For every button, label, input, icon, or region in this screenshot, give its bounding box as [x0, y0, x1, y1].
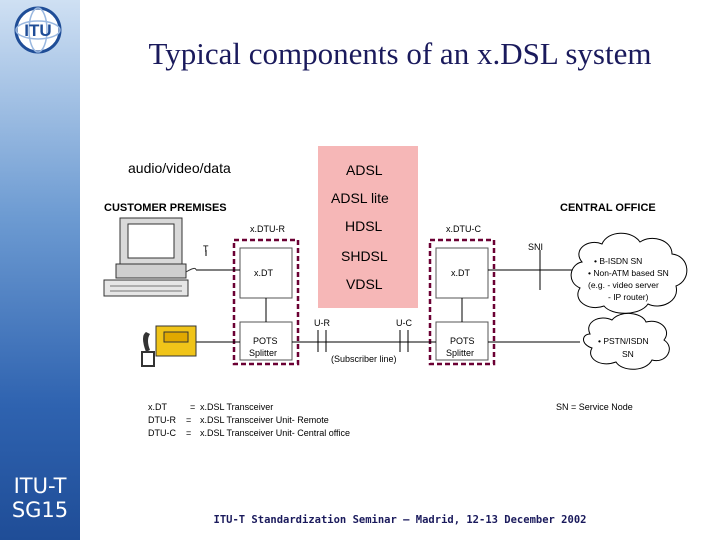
cloud-bottom-line-2: SN [622, 349, 634, 359]
subscriber-line-label: (Subscriber line) [331, 354, 397, 364]
audio-video-data-label: audio/video/data [128, 160, 231, 176]
variant-adsl: ADSL [346, 162, 383, 178]
cloud-top-line-3: (e.g. - video server [588, 280, 659, 290]
itu-logo-icon: ITU [14, 6, 62, 54]
dtu-c-label: x.DTU-C [446, 224, 481, 234]
sidebar: ITU ITU-T SG15 [0, 0, 80, 540]
legend-abbr-xdt: x.DT [148, 402, 167, 412]
cloud-top-line-1: • B-ISDN SN [594, 256, 643, 266]
cloud-top-line-4: - IP router) [608, 292, 649, 302]
sidebar-label-sg15: SG15 [11, 498, 69, 522]
footer-text: ITU-T Standardization Seminar – Madrid, … [213, 514, 587, 526]
pots-left-label-1: POTS [253, 336, 278, 346]
legend-sep-dtu-r: = [186, 415, 192, 425]
legend-abbr-dtu-c: DTU-C [148, 428, 176, 438]
slide-title: Typical components of an x.DSL system [148, 36, 652, 71]
computer-icon [103, 217, 197, 297]
dtu-r-box [232, 238, 300, 366]
cloud-top-line-2: • Non-ATM based SN [588, 268, 669, 278]
svg-text:ITU: ITU [24, 21, 51, 40]
u-c-label: U-C [396, 318, 412, 328]
pstn-isdn-cloud [583, 313, 670, 370]
xdt-left-label: x.DT [254, 268, 273, 278]
legend-sep-dtu-c: = [186, 428, 192, 438]
dtu-c-box [428, 238, 496, 366]
cloud-bottom-line-1: • PSTN/ISDN [598, 336, 649, 346]
pots-right-label-2: Splitter [446, 348, 475, 358]
u-r-label: U-R [314, 318, 330, 328]
pots-right-box [435, 321, 489, 361]
sni-label: SNI [528, 242, 544, 252]
legend-abbr-dtu-r: DTU-R [148, 415, 176, 425]
xdt-left-box [239, 247, 293, 299]
variant-adsl-lite: ADSL lite [331, 190, 389, 206]
sidebar-label-itu-t: ITU-T [13, 474, 67, 498]
variant-shdsl: SHDSL [341, 248, 388, 264]
t-reference-label: T [203, 244, 209, 254]
service-node-cloud [570, 232, 688, 314]
central-office-label: CENTRAL OFFICE [560, 202, 656, 214]
variant-hdsl: HDSL [345, 218, 383, 234]
customer-premises-label: CUSTOMER PREMISES [104, 202, 227, 214]
pots-left-label-2: Splitter [249, 348, 278, 358]
variant-vdsl: VDSL [346, 276, 383, 292]
pots-left-box [239, 321, 293, 361]
legend-sep-xdt: = [190, 402, 196, 412]
connection-lines [196, 250, 580, 352]
legend-desc-dtu-c: x.DSL Transceiver Unit- Central office [200, 428, 351, 438]
xdt-right-box [435, 247, 489, 299]
telephone-icon [141, 325, 197, 367]
dsl-variants-box [318, 146, 418, 308]
service-node-note: SN = Service Node [556, 402, 633, 412]
pots-right-label-1: POTS [450, 336, 475, 346]
legend-desc-xdt: x.DSL Transceiver [200, 402, 274, 412]
legend-desc-dtu-r: x.DSL Transceiver Unit- Remote [200, 415, 329, 425]
dtu-r-label: x.DTU-R [250, 224, 285, 234]
xdt-right-label: x.DT [451, 268, 470, 278]
